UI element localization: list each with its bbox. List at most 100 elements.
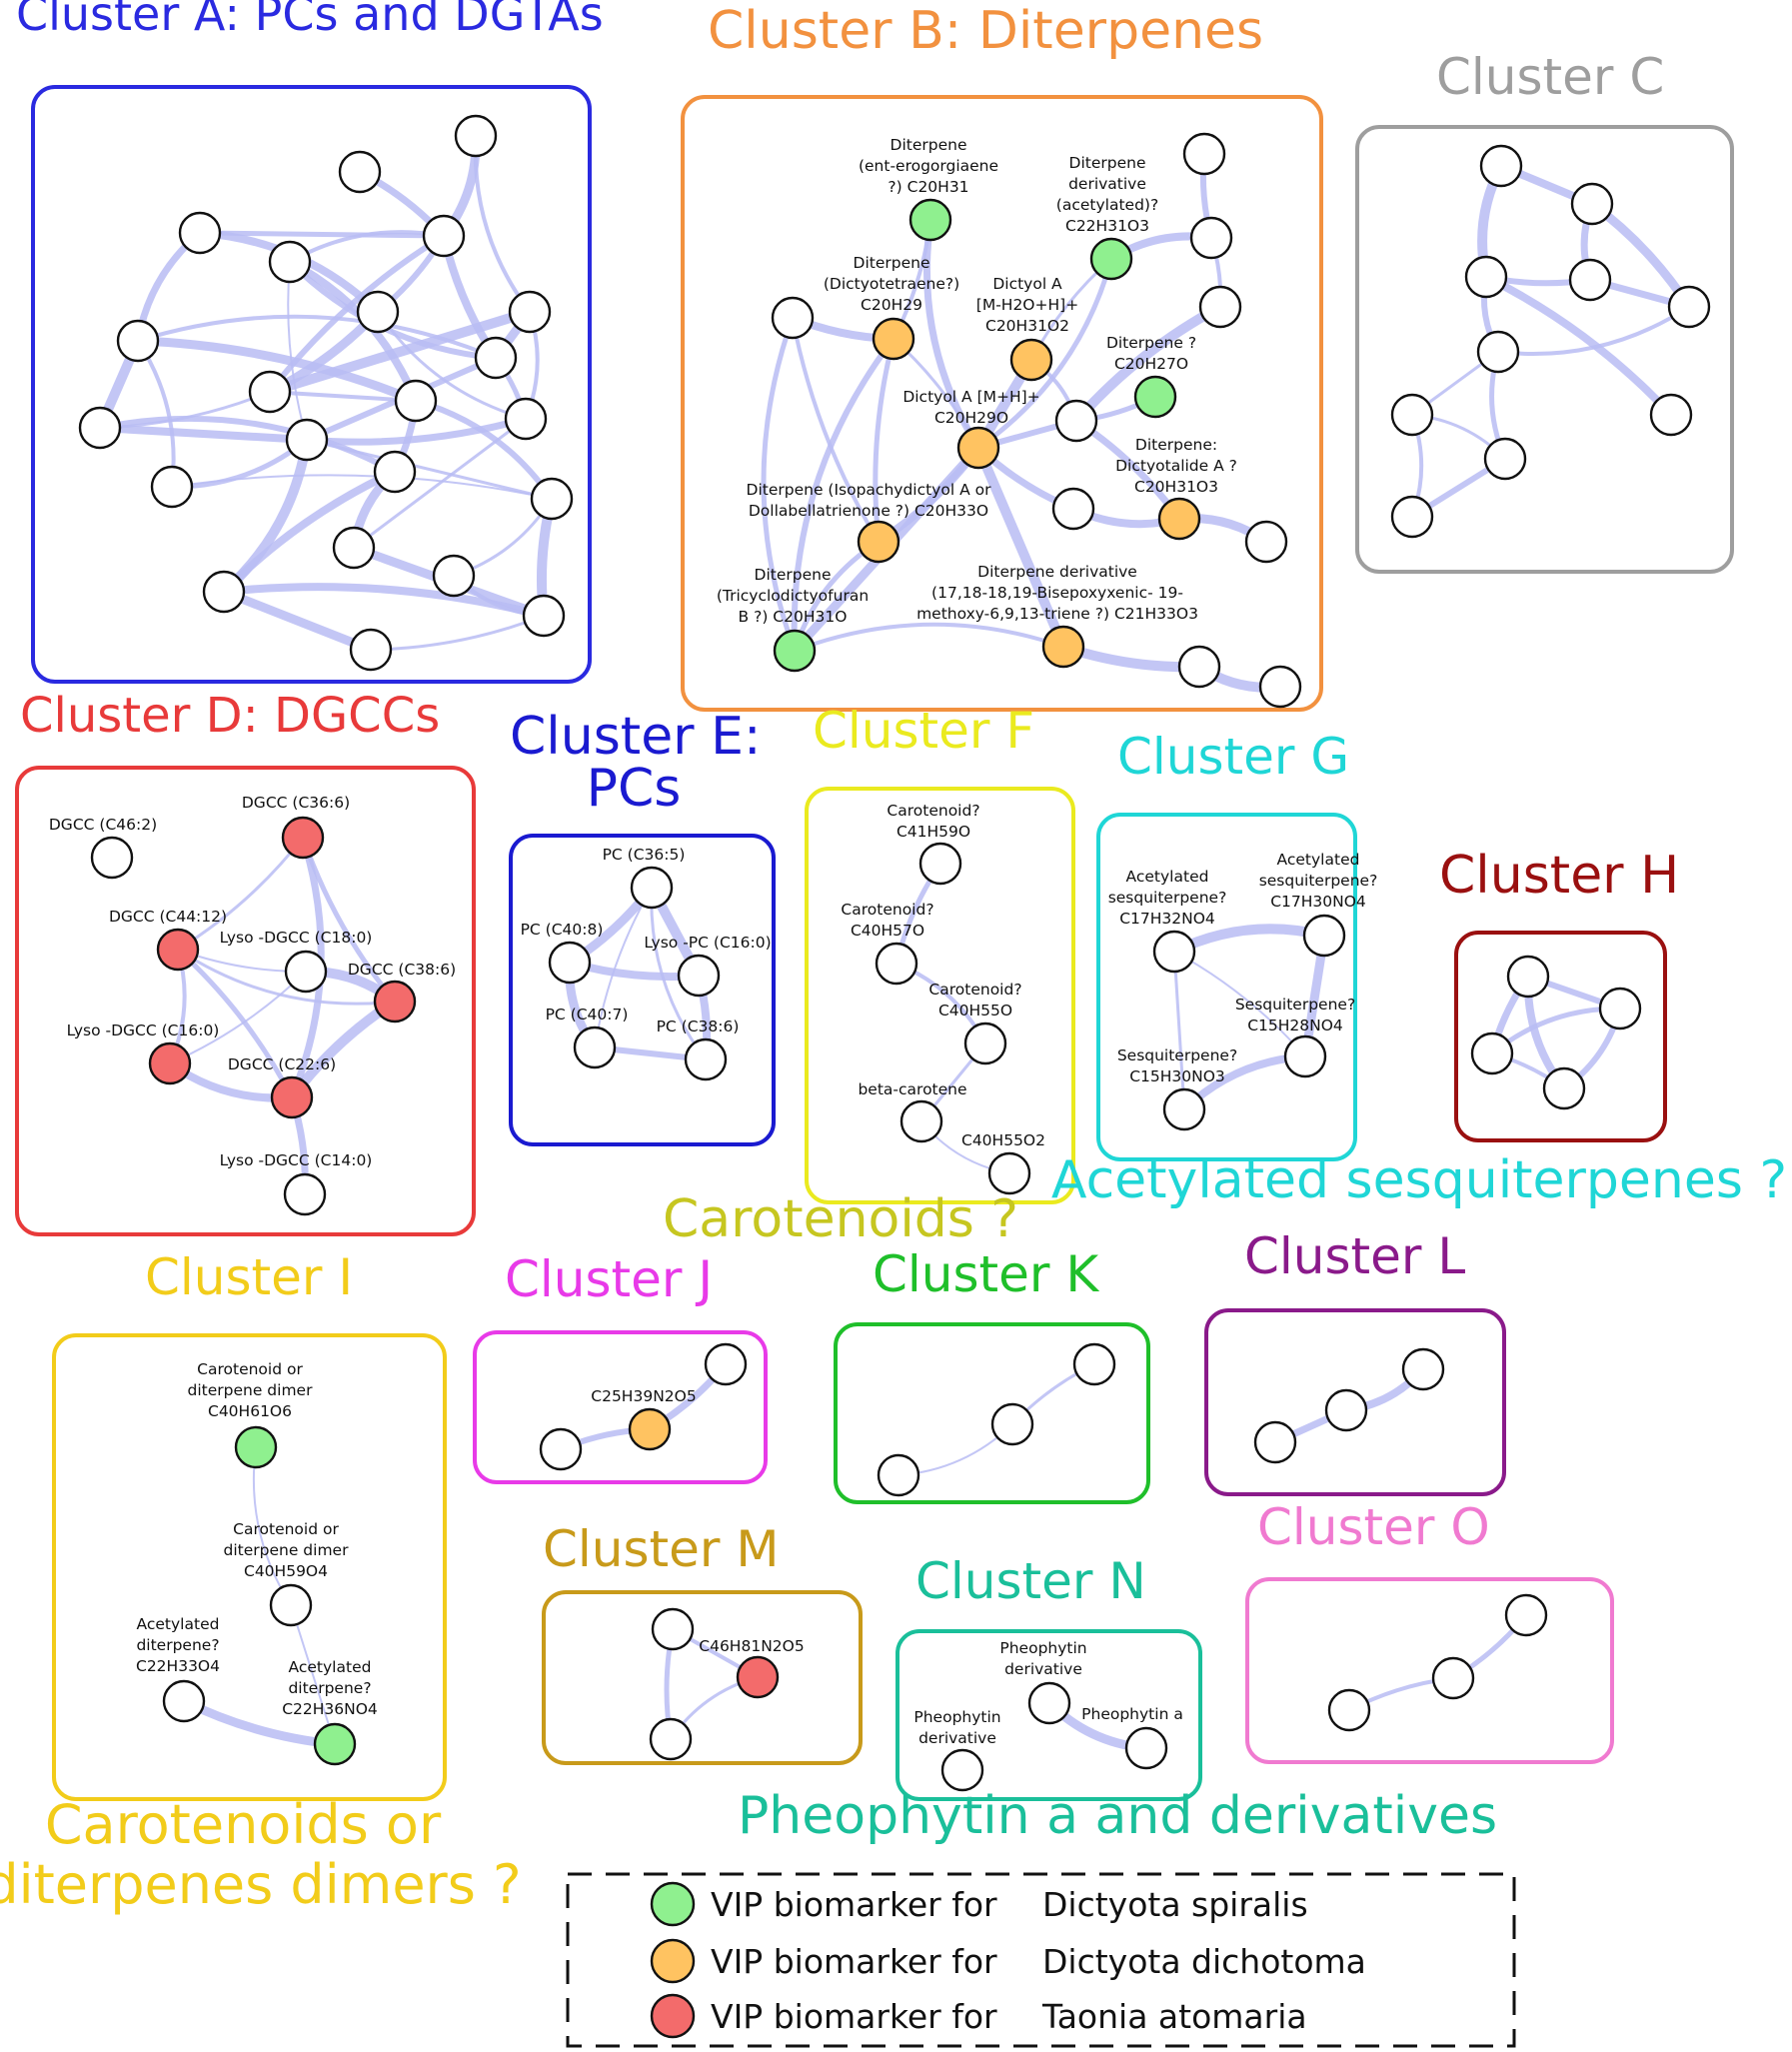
node-label-i4: diterpene? [288, 1679, 371, 1697]
node-label-f1: Carotenoid? [887, 802, 979, 820]
cluster-n-box [896, 1629, 1202, 1801]
edge-c4-c8 [1482, 273, 1675, 419]
node-d4 [284, 950, 328, 994]
node-m3 [649, 1717, 693, 1761]
node-label-b2: derivative [1068, 175, 1146, 193]
node-h1 [1506, 955, 1550, 999]
edge-g1-g2 [1169, 924, 1329, 957]
node-a2 [338, 150, 382, 194]
legend-swatch-green [650, 1881, 696, 1927]
edge-b6-b10 [973, 443, 1068, 652]
node-label-b6: C20H29O [934, 409, 1008, 427]
cluster-f-class-label: Carotenoids ? [663, 1189, 1018, 1249]
legend-label: VIP biomarker for [711, 1885, 997, 1924]
node-l1 [1401, 1347, 1445, 1391]
legend-box [566, 1872, 1516, 2048]
node-c1 [1479, 144, 1523, 188]
cluster-f-title: Cluster F [813, 702, 1034, 760]
cluster-g-box [1096, 813, 1357, 1161]
node-label-g2: sesquiterpene? [1259, 872, 1378, 890]
edge-a13-a14 [303, 415, 530, 446]
node-label-g3: C15H28NO4 [1247, 1017, 1343, 1034]
node-a4 [422, 214, 466, 258]
node-label-b4: C20H31O2 [985, 317, 1069, 335]
node-label-b8: Diterpene (Isopachydictyol A or [747, 481, 992, 499]
edge-d3-d7 [175, 947, 295, 1100]
node-label-b1: Diterpene [891, 136, 967, 154]
node-e3 [677, 954, 721, 998]
node-k1 [1072, 1342, 1116, 1386]
node-label-g2: C17H30NO4 [1270, 893, 1366, 911]
cluster-d: Cluster D: DGCCs [15, 688, 476, 1236]
node-k3 [877, 1453, 920, 1497]
node-b7 [1157, 497, 1201, 541]
edge-d3-d5 [176, 948, 397, 1006]
node-label-i1: Carotenoid or [197, 1360, 303, 1378]
cluster-j-box [473, 1330, 768, 1484]
legend-label: VIP biomarker for [711, 1997, 997, 2036]
cluster-e-box [509, 834, 776, 1146]
node-n1 [1027, 1681, 1071, 1725]
node-j3 [539, 1427, 583, 1471]
node-j2 [628, 1407, 672, 1451]
node-m1 [651, 1607, 695, 1651]
cluster-b-title: Cluster B: Diterpenes [708, 1, 1263, 61]
cluster-n-class-label: Pheophytin a and derivatives [738, 1786, 1497, 1846]
node-label-b3: (Dictyotetraene?) [824, 275, 959, 293]
node-label-b3: Diterpene [854, 254, 930, 272]
node-label-d2: DGCC (C36:6) [242, 794, 350, 812]
node-label-n3: Pheophytin [913, 1708, 1000, 1726]
cluster-d-box [15, 766, 476, 1236]
node-label-b2: Diterpene [1069, 154, 1146, 172]
cluster-i-class-label-line2: diterpenes dimers ? [0, 1853, 522, 1916]
node-label-b10: Diterpene derivative [977, 563, 1137, 581]
node-l2 [1324, 1388, 1368, 1432]
node-a3 [178, 211, 222, 255]
node-label-f4: beta-carotene [858, 1080, 966, 1098]
cluster-h: Cluster H [1439, 846, 1679, 1142]
node-label-f2: Carotenoid? [841, 901, 933, 919]
cluster-o-title: Cluster O [1257, 1498, 1490, 1556]
node-b2 [1089, 237, 1133, 281]
cluster-e-title: Cluster E: [510, 707, 761, 767]
cluster-a-title: Cluster A: PCs and DGTAs [16, 0, 604, 41]
cluster-l-title: Cluster L [1244, 1227, 1465, 1285]
edge-a19-a21 [219, 587, 376, 655]
node-h2 [1598, 987, 1642, 1030]
cluster-d-title: Cluster D: DGCCs [20, 688, 440, 744]
node-label-b9: B ?) C20H31O [739, 608, 848, 626]
node-label-f2: C40H57O [851, 922, 924, 940]
edge-a13-a18 [352, 417, 528, 550]
cluster-g-title: Cluster G [1117, 728, 1349, 786]
node-label-n3: derivative [918, 1729, 996, 1747]
cluster-m: Cluster M [542, 1520, 863, 1765]
node-c4 [1464, 255, 1508, 299]
node-c7 [1390, 393, 1434, 437]
node-label-i1: diterpene dimer [188, 1381, 314, 1399]
node-b12 [1189, 216, 1233, 260]
legend-swatch-red [650, 1993, 696, 2039]
node-g2 [1302, 914, 1346, 958]
node-b4 [1009, 338, 1053, 382]
node-a11 [394, 379, 438, 423]
node-label-i1: C40H61O6 [208, 1402, 292, 1420]
cluster-e: Cluster E:PCs [509, 707, 776, 1146]
node-label-f1: C41H59O [896, 823, 970, 841]
cluster-k: Cluster K [834, 1245, 1150, 1504]
node-label-m2: C46H81N2O5 [699, 1637, 804, 1655]
cluster-j: Cluster J [473, 1250, 768, 1484]
cluster-c: Cluster C [1355, 48, 1734, 574]
node-d6 [148, 1041, 192, 1085]
cluster-o: Cluster O [1245, 1498, 1614, 1764]
edge-a12-a16 [97, 415, 398, 475]
node-n2 [1124, 1726, 1168, 1770]
edge-b9-b10 [793, 622, 1065, 653]
node-label-b1: (ent-erogorgiaene [859, 157, 998, 175]
node-b5 [1133, 375, 1177, 419]
legend-label: VIP biomarker for [711, 1942, 997, 1981]
node-label-b7: Diterpene: [1135, 436, 1217, 454]
node-i2 [269, 1583, 313, 1627]
node-label-g1: sesquiterpene? [1108, 889, 1227, 907]
